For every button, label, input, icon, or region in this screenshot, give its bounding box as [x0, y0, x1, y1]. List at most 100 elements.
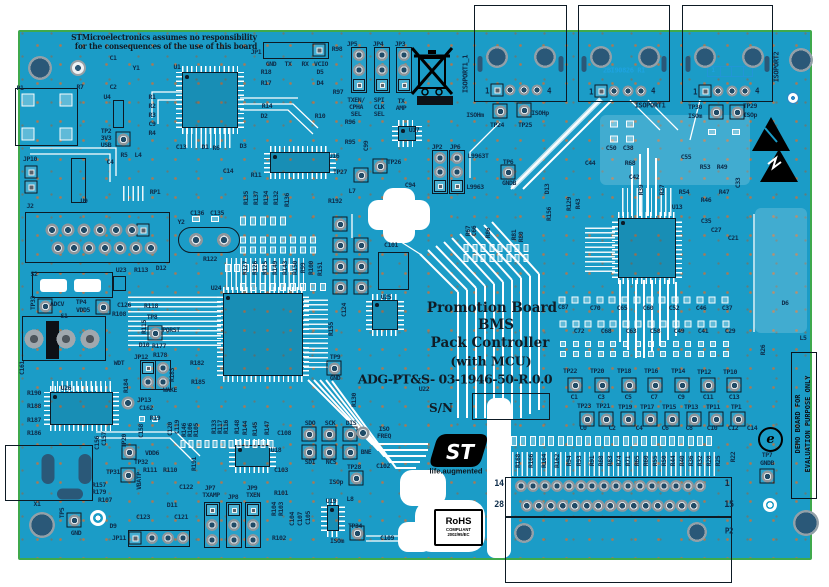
silkscreen-label: R95 [344, 137, 356, 146]
smd-pad [583, 296, 591, 304]
mounting-hole [742, 46, 764, 68]
test-point [726, 377, 742, 393]
silkscreen-label: ISO [378, 424, 390, 433]
silkscreen-label: C162 [138, 403, 154, 412]
silkscreen-label: TP9 [329, 352, 341, 361]
silkscreen-label: R26 [758, 344, 767, 356]
jumper-pad [353, 64, 365, 76]
silkscreen-label: USB [100, 140, 112, 149]
silkscreen-label: R116 [221, 419, 230, 435]
component-outline [25, 212, 170, 263]
smd-pad [497, 244, 503, 252]
silkscreen-label: R101 [273, 488, 289, 497]
plated-hole [763, 498, 777, 512]
smd-pad [192, 216, 200, 222]
silkscreen-label: 4 [650, 86, 656, 96]
component-outline [71, 158, 86, 203]
silkscreen-label: C70 [589, 303, 601, 312]
silkscreen-label: ISOHm [466, 110, 484, 119]
smd-pad [672, 351, 679, 357]
smd-pad [634, 320, 642, 328]
mounting-hole [793, 510, 819, 536]
silkscreen-label: R39 [636, 184, 645, 196]
silkscreen-label: R80 [516, 231, 525, 243]
smd-pad [597, 351, 604, 357]
silkscreen-label: R3 [148, 110, 156, 119]
silkscreen-label: C5 [624, 392, 632, 401]
smd-pad [463, 254, 469, 262]
smd-pad [300, 246, 306, 254]
test-point [500, 164, 516, 180]
silkscreen-label: L8 [346, 494, 354, 503]
smd-pad [631, 436, 638, 446]
silkscreen-label: 1 [711, 67, 715, 74]
jumper-pin1 [247, 504, 259, 516]
component-outline [113, 100, 124, 128]
silkscreen-label: D12 [155, 263, 167, 272]
smd-pad [300, 236, 306, 244]
smd-pad [596, 296, 603, 304]
silkscreen-label: TP25 [517, 120, 533, 129]
silkscreen-label: L4 [134, 150, 142, 159]
silkscreen-label: TP2 [100, 126, 112, 135]
silkscreen-label: R187 [26, 415, 42, 424]
silkscreen-label: CPHA [348, 102, 364, 111]
smd-pad [626, 135, 634, 143]
component-outline [32, 272, 113, 298]
smd-pad [211, 216, 219, 222]
label-table [707, 66, 753, 77]
smd-pad [472, 254, 477, 262]
board-title-line2: BMS [477, 317, 515, 333]
ic-chip [217, 287, 309, 382]
silkscreen-label: C109 [379, 533, 395, 542]
silkscreen-label: 1 [692, 87, 698, 97]
silkscreen-label: R129 [564, 196, 573, 212]
jumper-pad [434, 166, 446, 178]
smd-pad [722, 351, 729, 357]
silkscreen-label: TP22 [562, 366, 578, 375]
smd-pad [709, 320, 717, 328]
jumper-pad [228, 519, 240, 531]
silkscreen-label: L7 [348, 186, 356, 195]
smd-pad [608, 296, 616, 304]
smd-pad [270, 216, 276, 226]
ic-chip [321, 499, 345, 537]
smd-pad [212, 440, 218, 448]
silkscreen-label: U24 [210, 283, 222, 292]
silkscreen-label: R182 [189, 358, 205, 367]
smd-pad [622, 436, 629, 446]
silkscreen-label: C8 [685, 423, 693, 432]
silkscreen-label: R28 [704, 455, 713, 467]
silkscreen-label: R168 [513, 453, 522, 469]
smd-pad [139, 416, 145, 422]
test-point [729, 104, 745, 120]
silkscreen-label: NCS [325, 457, 337, 466]
jumper-pad [228, 534, 240, 546]
silkscreen-label: ISOPORT1 [634, 101, 666, 110]
silkscreen-label: R150 [290, 260, 299, 276]
plated-hole [787, 92, 799, 104]
smd-pad [180, 440, 186, 448]
silkscreen-label: R50 [659, 455, 668, 467]
pin-pad [687, 499, 700, 513]
smd-pad [240, 246, 246, 254]
test-point [567, 377, 583, 393]
silkscreen-label: JP9 [246, 483, 258, 492]
silkscreen-label: BNE [360, 447, 372, 456]
rohs-line2: 2002/95/EC [447, 532, 470, 538]
pin-pad [98, 241, 111, 255]
pin-pad [622, 480, 635, 492]
silkscreen-label: R107 [97, 495, 113, 504]
silkscreen-label: TP26 [386, 157, 402, 166]
mounting-hole [28, 56, 52, 80]
smd-pad [260, 236, 266, 244]
silkscreen-label: U9 [80, 196, 88, 205]
silkscreen-label: C68 [600, 326, 612, 335]
silkscreen-label: TP30 [687, 102, 703, 111]
jumper-pad [157, 376, 169, 388]
silkscreen-label: RX [301, 59, 309, 68]
connector-slot [581, 56, 587, 72]
silkscreen-label: R17 [260, 78, 272, 87]
test-point [579, 411, 595, 427]
silkscreen-label: U13 [671, 202, 683, 211]
